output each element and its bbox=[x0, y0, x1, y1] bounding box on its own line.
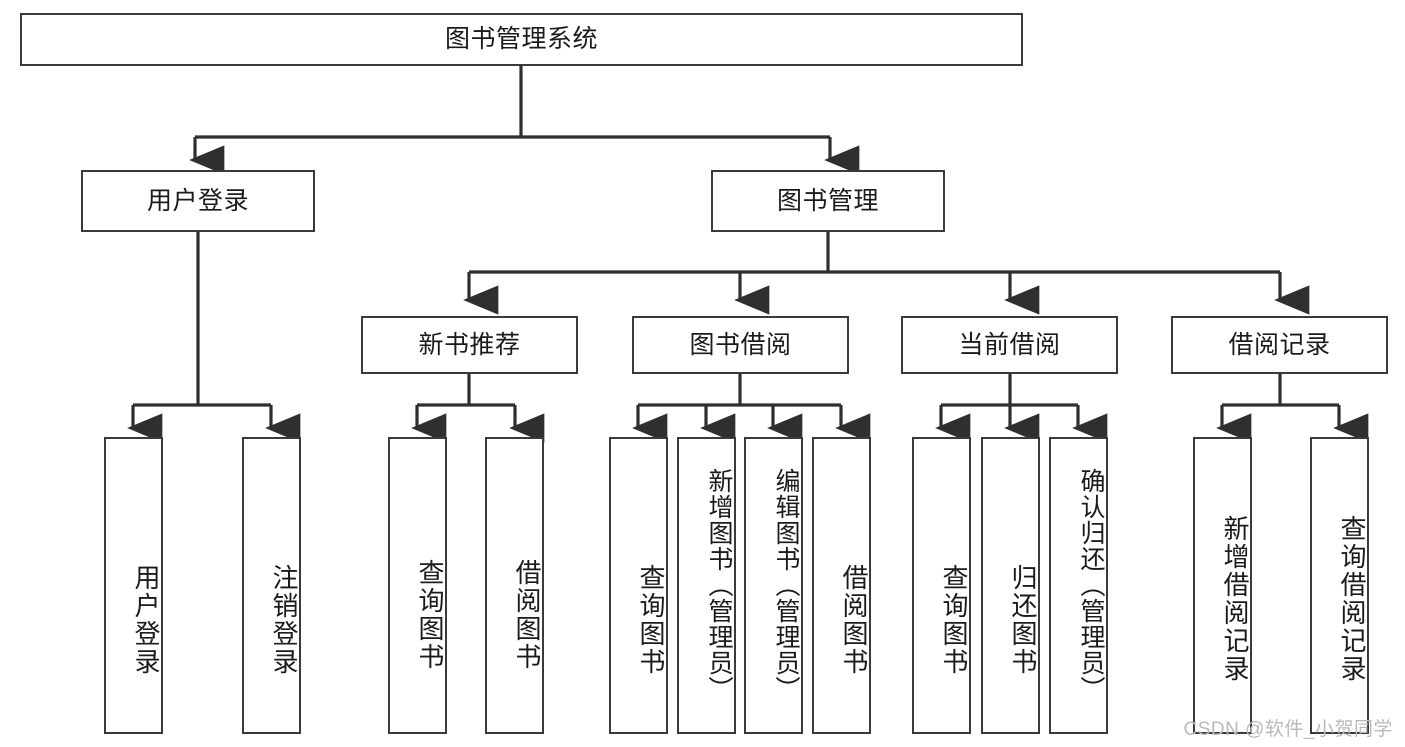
node-root[interactable]: 图书管理系统 bbox=[20, 13, 1023, 66]
node-user-login[interactable]: 用户登录 bbox=[81, 170, 315, 232]
leaf-user-login-login[interactable]: 用户登录 bbox=[104, 437, 163, 734]
leaf-new-book-borrow[interactable]: 借阅图书 bbox=[485, 437, 544, 734]
leaf-book-borrow-query[interactable]: 查询图书 bbox=[609, 437, 668, 734]
leaf-current-borrow-confirm-return[interactable]: 确认归还（管理员） bbox=[1049, 437, 1108, 734]
leaf-borrow-record-add[interactable]: 新增借阅记录 bbox=[1193, 437, 1252, 734]
node-current-borrow[interactable]: 当前借阅 bbox=[901, 316, 1118, 374]
leaf-current-borrow-query[interactable]: 查询图书 bbox=[912, 437, 971, 734]
leaf-current-borrow-return[interactable]: 归还图书 bbox=[981, 437, 1040, 734]
leaf-book-borrow-borrow[interactable]: 借阅图书 bbox=[812, 437, 871, 734]
leaf-book-borrow-edit[interactable]: 编辑图书（管理员） bbox=[744, 437, 803, 734]
leaf-user-login-logout[interactable]: 注销登录 bbox=[242, 437, 301, 734]
node-new-book-recommend[interactable]: 新书推荐 bbox=[361, 316, 578, 374]
leaf-new-book-query[interactable]: 查询图书 bbox=[388, 437, 447, 734]
node-book-management[interactable]: 图书管理 bbox=[711, 170, 945, 232]
watermark-text: CSDN @软件_小贺同学 bbox=[1183, 719, 1393, 740]
node-borrow-record[interactable]: 借阅记录 bbox=[1171, 316, 1388, 374]
node-book-borrow[interactable]: 图书借阅 bbox=[632, 316, 849, 374]
leaf-book-borrow-add[interactable]: 新增图书（管理员） bbox=[677, 437, 736, 734]
leaf-borrow-record-query[interactable]: 查询借阅记录 bbox=[1310, 437, 1369, 734]
